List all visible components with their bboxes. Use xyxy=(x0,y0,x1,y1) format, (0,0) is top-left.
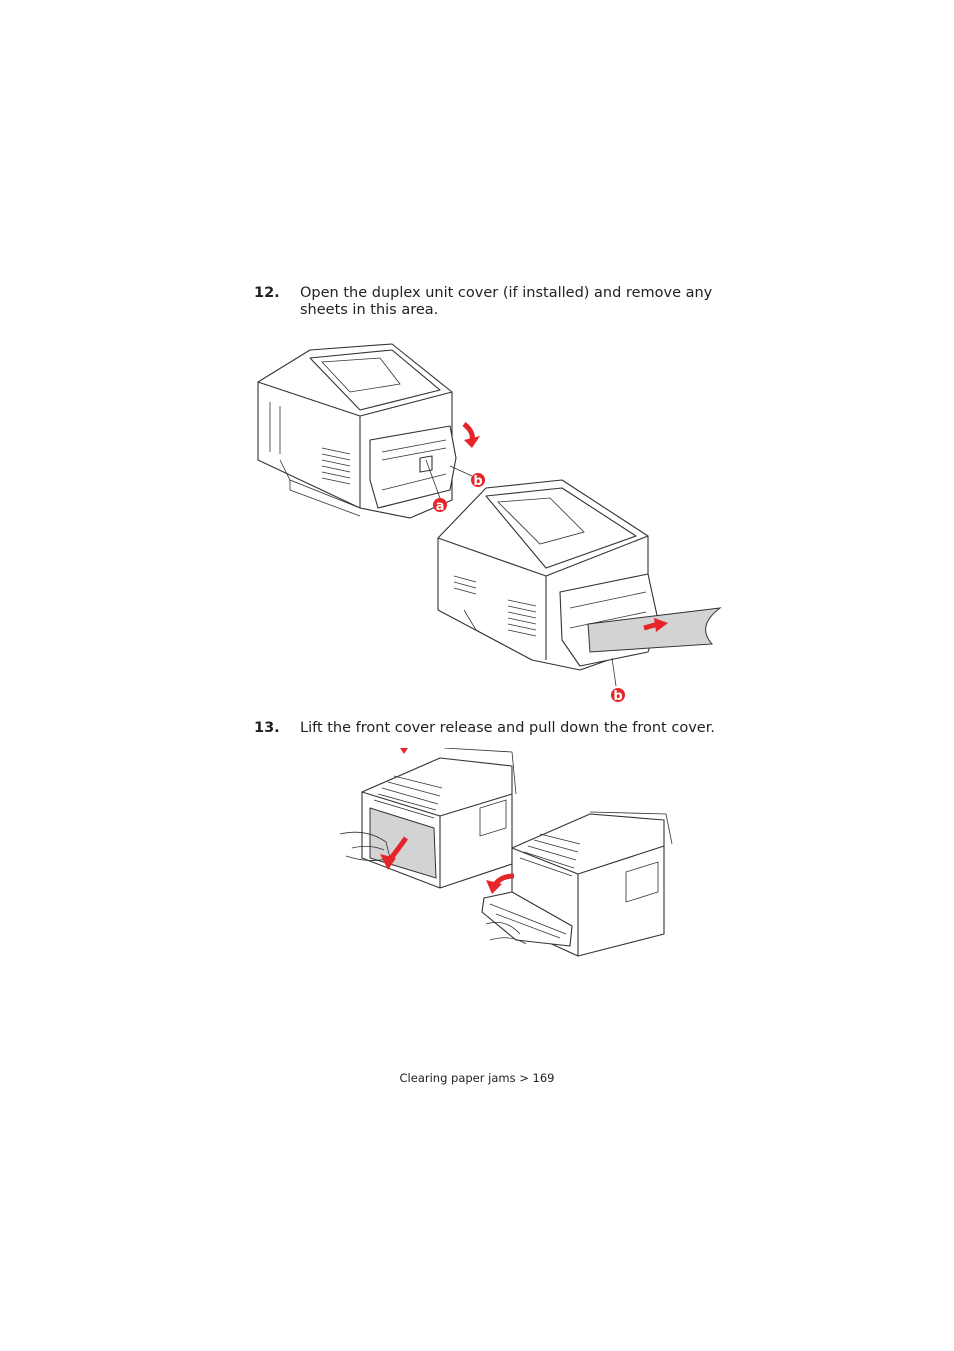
svg-text:b: b xyxy=(473,474,482,489)
step-text: Open the duplex unit cover (if installed… xyxy=(300,285,713,318)
step-text: Lift the front cover release and pull do… xyxy=(300,720,715,736)
step-number: 12. xyxy=(254,285,280,301)
svg-text:b: b xyxy=(613,689,622,704)
front-cover-illustration xyxy=(340,748,690,960)
callout-a: a xyxy=(433,498,447,514)
page-footer: Clearing paper jams > 169 xyxy=(399,1071,555,1085)
svg-text:a: a xyxy=(436,499,445,514)
duplex-unit-illustration: a b b xyxy=(250,340,730,710)
callout-b-bottom: b xyxy=(611,688,625,704)
printer-rear-open-cover xyxy=(257,343,457,519)
callout-b-top: b xyxy=(471,473,485,489)
printer-front-release xyxy=(340,748,517,889)
step-number: 13. xyxy=(254,720,280,736)
paper-sheet xyxy=(587,607,722,653)
printer-front-cover-open xyxy=(481,811,673,957)
